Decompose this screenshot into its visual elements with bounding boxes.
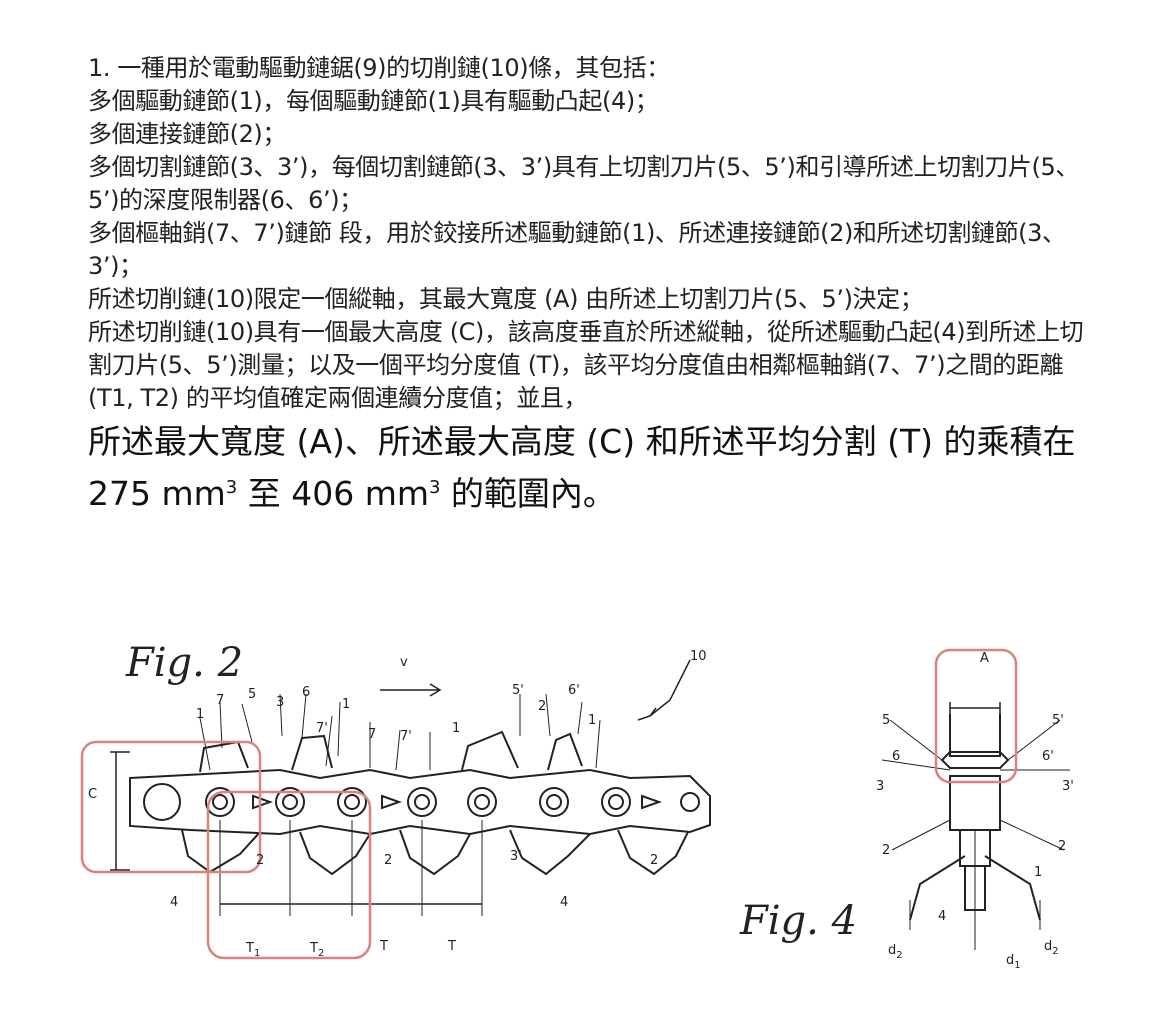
claim-line-5: 多個樞軸銷(7、7’)鏈節 段，用於鉸接所述驅動鏈節(1)、所述連接鏈節(2)和… [88, 219, 1066, 280]
label-t-b: T [447, 939, 456, 954]
label-7-b: 7 [368, 727, 376, 742]
label-4-b: 4 [560, 895, 568, 910]
label-7p-b: 7' [400, 729, 412, 744]
claim-line-1: 1. 一種用於電動驅動鏈鋸(9)的切削鏈(10)條，其包括： [88, 54, 670, 82]
label-2-a: 2 [256, 853, 264, 868]
label-t1: T1 [245, 941, 260, 959]
claim-highlight-statement: 所述最大寬度 (A)、所述最大高度 (C) 和所述平均分割 (T) 的乘積在 2… [88, 419, 1098, 517]
label-5p: 5' [512, 683, 524, 698]
highlight-boxes [80, 648, 1018, 960]
figure-drawing: Fig. 2 Fig. 4 10 v C A 1 7 5 3 6 7' 1 7 … [80, 640, 1074, 971]
label-d2-right: d2 [1044, 939, 1059, 957]
label-t-a: T [379, 939, 388, 954]
label-7p: 7' [316, 721, 328, 736]
label-1-b: 1 [342, 697, 350, 712]
label-4: 4 [170, 895, 178, 910]
label-6-end: 6 [892, 749, 900, 764]
label-2-end-b: 2 [1058, 839, 1066, 854]
label-5: 5 [248, 687, 256, 702]
label-6: 6 [302, 685, 310, 700]
label-1: 1 [196, 707, 204, 722]
label-1-d: 1 [588, 713, 596, 728]
fig2-label: Fig. 2 [125, 640, 243, 686]
label-3p: 3' [510, 849, 522, 864]
label-4-end: 4 [938, 909, 946, 924]
highlight-part-1: 所述最大寬度 (A)、所述最大高度 (C) 和所述平均分割 (T) 的乘積在 2… [88, 422, 1076, 513]
claim-line-7: 所述切削鏈(10)具有一個最大高度 (C)，該高度垂直於所述縱軸，從所述驅動凸起… [88, 318, 1084, 412]
label-1-end: 1 [1034, 865, 1042, 880]
exponent-1: 3 [225, 477, 238, 498]
highlight-box-a [934, 648, 1018, 784]
label-6p: 6' [568, 683, 580, 698]
claim-line-3: 多個連接鏈節(2)； [88, 120, 286, 148]
label-5p-end: 5' [1052, 713, 1064, 728]
claim-line-6: 所述切削鏈(10)限定一個縱軸，其最大寬度 (A) 由所述上切割刀片(5、5’)… [88, 285, 924, 313]
label-2: 2 [538, 699, 546, 714]
label-7: 7 [216, 693, 224, 708]
highlight-part-3: 的範圍內。 [440, 474, 616, 513]
label-3: 3 [276, 695, 284, 710]
label-2-c: 2 [650, 853, 658, 868]
label-v: v [400, 655, 408, 670]
label-3p-end: 3' [1062, 779, 1074, 794]
exponent-2: 3 [428, 477, 441, 498]
label-2-b: 2 [384, 853, 392, 868]
highlight-box-c [80, 740, 262, 874]
claim-line-2: 多個驅動鏈節(1)，每個驅動鏈節(1)具有驅動凸起(4)； [88, 87, 659, 115]
label-6p-end: 6' [1042, 749, 1054, 764]
highlight-box-t1-t2 [206, 790, 372, 960]
claim-text: 1. 一種用於電動驅動鏈鋸(9)的切削鏈(10)條，其包括： 多個驅動鏈節(1)… [88, 52, 1098, 517]
highlight-part-2: 至 406 mm [237, 474, 429, 513]
label-5-end: 5 [882, 713, 890, 728]
label-2-end: 2 [882, 843, 890, 858]
patent-figure: Fig. 2 Fig. 4 10 v C A 1 7 5 3 6 7' 1 7 … [70, 620, 1100, 1000]
claim-line-4: 多個切割鏈節(3、3’)，每個切割鏈節(3、3’)具有上切割刀片(5、5’)和引… [88, 153, 1079, 214]
label-d2-left: d2 [888, 943, 903, 961]
chain-side-view [110, 659, 711, 916]
chain-end-view [881, 702, 1070, 950]
label-10: 10 [690, 649, 707, 664]
label-c: C [88, 787, 97, 802]
label-a: A [980, 651, 989, 666]
label-d1: d1 [1006, 953, 1021, 971]
label-3-end: 3 [876, 779, 884, 794]
fig4-label: Fig. 4 [739, 898, 857, 944]
label-1-c: 1 [452, 721, 460, 736]
label-t2: T2 [309, 941, 324, 959]
